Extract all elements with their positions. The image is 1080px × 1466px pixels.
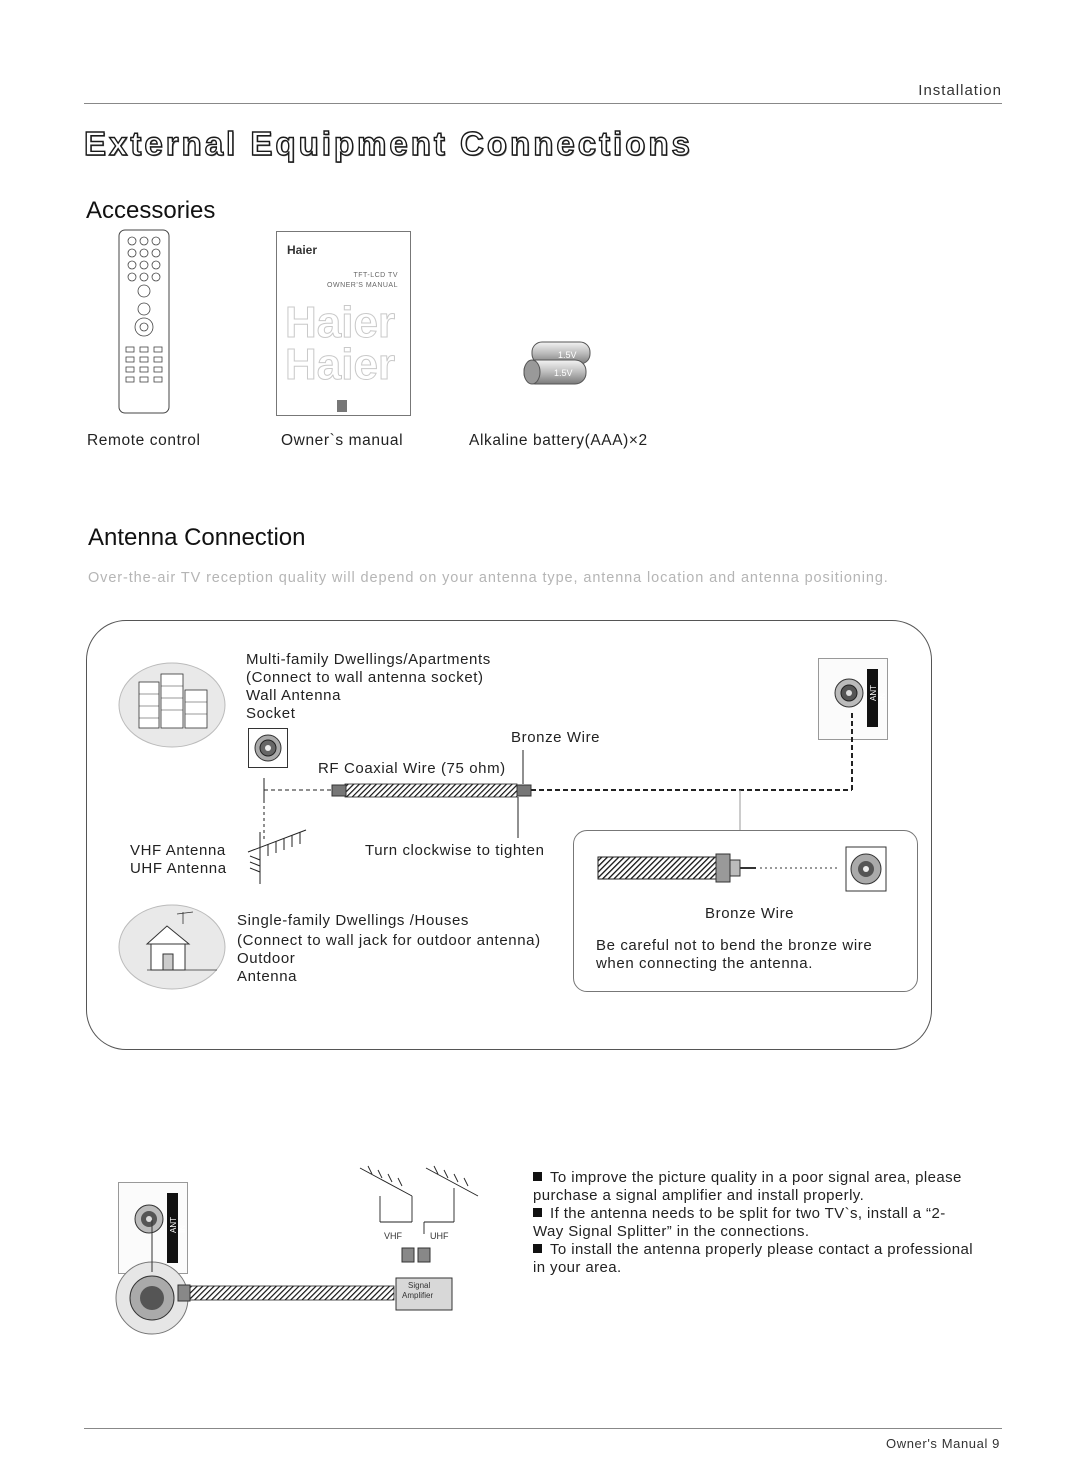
rf-coaxial-label: RF Coaxial Wire (75 ohm)	[318, 760, 506, 777]
bronze-wire-detail-box: Bronze Wire Be careful not to bend the b…	[573, 830, 918, 992]
wall-socket-icon	[248, 728, 288, 768]
bronze-wire-detail-label: Bronze Wire	[705, 905, 795, 922]
bullet-square-icon	[533, 1208, 542, 1217]
manual-line1: TFT-LCD TV	[353, 272, 398, 279]
single-family-subtitle: (Connect to wall jack for outdoor antenn…	[237, 932, 541, 949]
amplifier-diagram	[115, 1165, 479, 1335]
wall-antenna-label: Wall Antenna	[246, 687, 342, 704]
header-rule	[84, 103, 1002, 104]
note-item: To install the antenna properly please c…	[533, 1241, 973, 1276]
antenna-intro: Over-the-air TV reception quality will d…	[88, 570, 889, 586]
manual-line2: OWNER'S MANUAL	[327, 282, 398, 289]
battery-label-1: 1.5V	[558, 350, 577, 360]
owners-manual-icon: Haier TFT-LCD TV OWNER'S MANUAL Haier Ha…	[276, 231, 411, 416]
accessories-heading: Accessories	[86, 197, 216, 224]
uhf-label: UHF	[430, 1231, 449, 1241]
single-family-title: Single-family Dwellings /Houses	[237, 912, 470, 929]
tv-ant-in-panel: ANT IN	[818, 658, 888, 740]
manual-corner-mark	[337, 400, 347, 412]
vhf-label: VHF	[384, 1231, 402, 1241]
house-icon	[118, 904, 226, 990]
battery-label-2: 1.5V	[554, 368, 573, 378]
amp-tv-panel: ANT IN	[118, 1182, 188, 1274]
accessory-remote-label: Remote control	[87, 432, 201, 449]
turn-clockwise-label: Turn clockwise to tighten	[365, 842, 545, 859]
multi-family-title: Multi-family Dwellings/Apartments	[246, 651, 491, 668]
note-item: To improve the picture quality in a poor…	[533, 1169, 962, 1204]
uhf-antenna-label: UHF Antenna	[130, 860, 227, 877]
antenna-diagram-frame	[86, 620, 932, 1050]
roof-antenna-icon	[247, 829, 307, 884]
bullet-square-icon	[533, 1172, 542, 1181]
outdoor-label: Outdoor	[237, 950, 296, 967]
accessory-manual-label: Owner`s manual	[281, 432, 404, 449]
vhf-antenna-label: VHF Antenna	[130, 842, 226, 859]
antenna-heading: Antenna Connection	[88, 524, 306, 551]
socket-label: Socket	[246, 705, 296, 722]
note-item: If the antenna needs to be split for two…	[533, 1205, 946, 1240]
page-title: External Equipment Connections	[83, 124, 693, 162]
bronze-wire-top-label: Bronze Wire	[511, 729, 601, 746]
careful-note-line1: Be careful not to bend the bronze wire	[596, 937, 873, 954]
manual-watermark-1: Haier	[284, 298, 396, 348]
section-label: Installation	[918, 82, 1002, 99]
manual-watermark-2: Haier	[284, 340, 396, 390]
footer-page-label: Owner's Manual 9	[886, 1436, 1000, 1451]
footer-rule	[84, 1428, 1002, 1429]
accessory-battery-label: Alkaline battery(AAA)×2	[469, 432, 648, 449]
coaxial-cable-diagram	[263, 710, 853, 840]
remote-control-icon	[118, 229, 170, 414]
signal-label: Signal	[408, 1281, 431, 1290]
apartment-building-icon	[118, 662, 226, 748]
careful-note-line2: when connecting the antenna.	[596, 955, 813, 972]
antenna-label: Antenna	[237, 968, 298, 985]
multi-family-subtitle: (Connect to wall antenna socket)	[246, 669, 484, 686]
manual-brand: Haier	[287, 243, 318, 257]
amplifier-label: Amplifier	[402, 1291, 434, 1300]
bullet-square-icon	[533, 1244, 542, 1253]
amplifier-notes: To improve the picture quality in a poor…	[533, 1169, 973, 1277]
battery-icon: 1.5V 1.5V	[523, 341, 591, 385]
